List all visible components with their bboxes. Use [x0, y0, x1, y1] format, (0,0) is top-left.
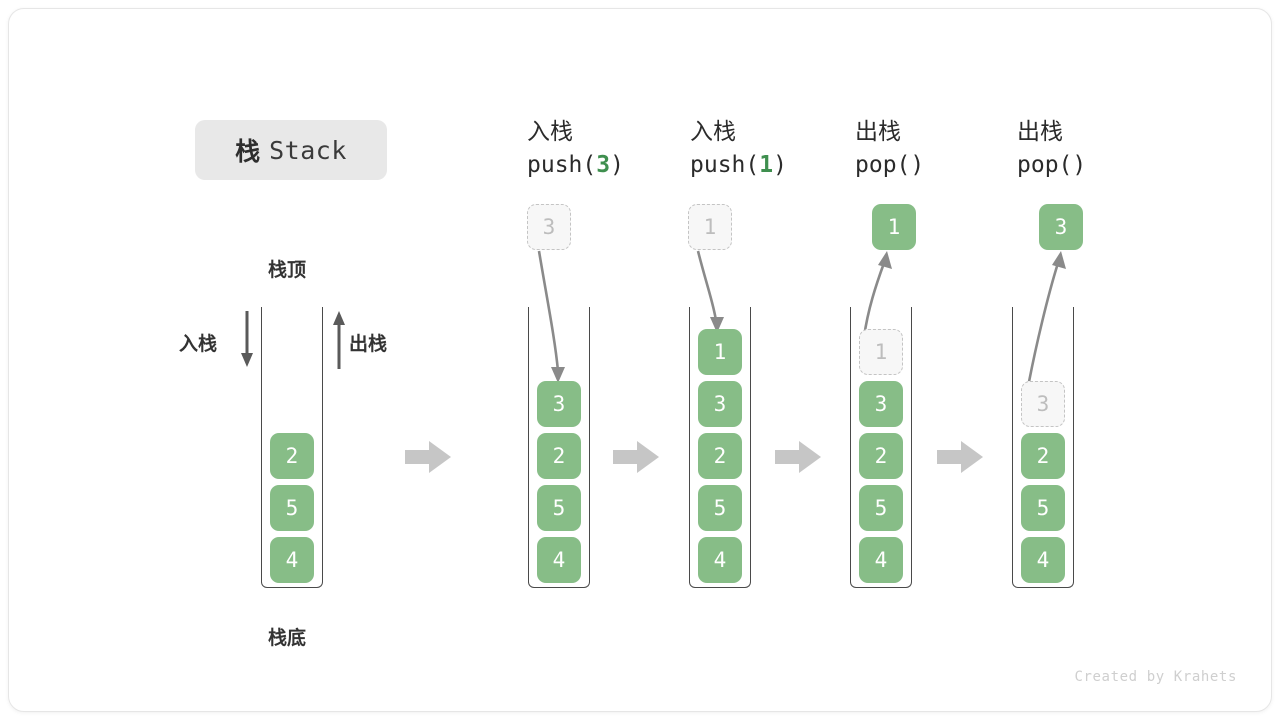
- step-arrow-icon: [775, 441, 821, 473]
- column-header-pop-3: 出栈 pop(): [1017, 114, 1217, 182]
- stack-cell: 5: [537, 485, 581, 531]
- stack-cell: 5: [698, 485, 742, 531]
- stack-container-initial: [261, 307, 323, 588]
- stack-cell: 3: [537, 381, 581, 427]
- stack-cell: 1: [698, 329, 742, 375]
- column-header-pop-1: 出栈 pop(): [855, 114, 1055, 182]
- stack-cell: 3: [698, 381, 742, 427]
- stack-ghost-cell: 1: [859, 329, 903, 375]
- stack-bottom-label: 栈底: [268, 628, 307, 649]
- header-code: push(3): [527, 152, 624, 178]
- popped-cell: 1: [872, 204, 916, 250]
- stack-cell: 5: [859, 485, 903, 531]
- floating-ghost-cell: 1: [688, 204, 732, 250]
- push-arrow-icon: [241, 311, 253, 367]
- column-header-push-3: 入栈 push(3): [527, 114, 727, 182]
- stack-ghost-cell: 3: [1021, 381, 1065, 427]
- stack-container-push-1: [689, 307, 751, 588]
- stack-cell: 4: [859, 537, 903, 583]
- header-cn: 出栈: [1017, 118, 1063, 144]
- watermark-credit: Created by Krahets: [1074, 669, 1237, 685]
- stack-container-pop-3: [1012, 307, 1074, 588]
- stack-container-pop-1: [850, 307, 912, 588]
- diagram-title: 栈 Stack: [195, 120, 387, 180]
- column-header-push-1: 入栈 push(1): [690, 114, 890, 182]
- stack-cell: 2: [270, 433, 314, 479]
- stack-cell: 5: [1021, 485, 1065, 531]
- header-code: pop(): [855, 152, 925, 178]
- stack-cell: 4: [698, 537, 742, 583]
- popped-cell: 3: [1039, 204, 1083, 250]
- push-motion-arrow-icon: [696, 250, 724, 333]
- stack-cell: 5: [270, 485, 314, 531]
- title-chinese: 栈: [235, 138, 261, 166]
- pop-direction-label: 出栈: [349, 334, 388, 355]
- header-cn: 入栈: [690, 118, 736, 144]
- stack-cell: 3: [859, 381, 903, 427]
- stack-cell: 4: [537, 537, 581, 583]
- step-arrow-icon: [613, 441, 659, 473]
- title-english: Stack: [269, 135, 347, 165]
- push-direction-label: 入栈: [179, 334, 218, 355]
- floating-ghost-cell: 3: [527, 204, 571, 250]
- stack-container-push-3: [528, 307, 590, 588]
- stack-cell: 2: [537, 433, 581, 479]
- step-arrow-icon: [405, 441, 451, 473]
- header-cn: 出栈: [855, 118, 901, 144]
- stack-cell: 4: [1021, 537, 1065, 583]
- header-code: pop(): [1017, 152, 1087, 178]
- stack-cell: 4: [270, 537, 314, 583]
- stack-cell: 2: [698, 433, 742, 479]
- pop-arrow-icon: [333, 311, 345, 369]
- stack-cell: 2: [1021, 433, 1065, 479]
- diagram-card: 栈 Stack 栈顶 入栈 出栈 2 5 4 栈底 入栈 push(3) 3 3…: [8, 8, 1272, 712]
- step-arrow-icon: [937, 441, 983, 473]
- pop-motion-arrow-icon: [1026, 251, 1066, 388]
- header-code: push(1): [690, 152, 787, 178]
- stack-top-label: 栈顶: [268, 260, 307, 281]
- header-cn: 入栈: [527, 118, 573, 144]
- push-motion-arrow-icon: [537, 250, 565, 383]
- stack-cell: 2: [859, 433, 903, 479]
